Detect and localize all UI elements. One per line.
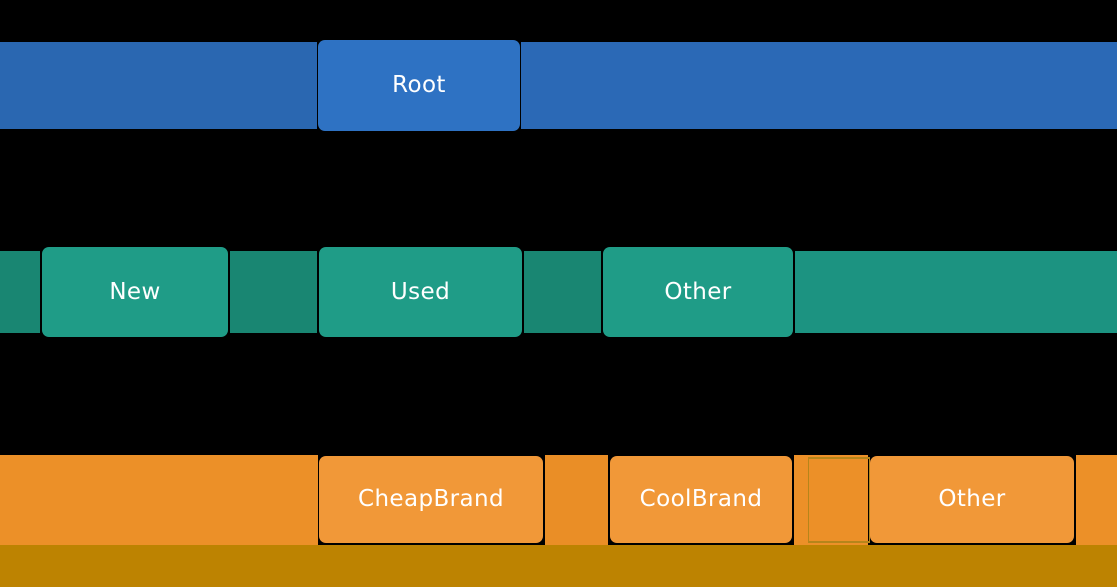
node-root[interactable]: Root [318,40,520,131]
row-condition-segment-unlabeled-2[interactable] [524,251,601,333]
row-condition-segment-unlabeled-1[interactable] [230,251,317,333]
node-new[interactable]: New [42,247,228,337]
node-label: New [109,278,161,305]
row-root-segment-unlabeled-1[interactable] [521,42,1117,129]
node-edge-outline [808,457,870,543]
row-brand-segment-unlabeled-1[interactable] [545,455,608,545]
row-root-segment-unlabeled-0[interactable] [0,42,317,129]
row-brand-segment-unlabeled-2[interactable] [794,455,868,545]
node-label: Other [938,486,1006,512]
clipped-bottom-row[interactable] [0,545,1117,587]
node-label: CheapBrand [358,486,504,512]
node-label: CoolBrand [639,486,763,512]
node-coolbrand[interactable]: CoolBrand [610,456,792,543]
node-other[interactable]: Other [870,456,1074,543]
row-condition-segment-unlabeled-3[interactable] [795,251,1117,333]
row-brand-segment-unlabeled-3[interactable] [1076,455,1117,545]
row-condition-segment-unlabeled-0[interactable] [0,251,40,333]
node-label: Used [390,278,451,305]
row-brand-segment-unlabeled-0[interactable] [0,455,318,545]
node-other[interactable]: Other [603,247,793,337]
node-label: Other [664,278,732,305]
node-cheapbrand[interactable]: CheapBrand [319,456,543,543]
node-used[interactable]: Used [319,247,522,337]
node-label: Root [392,72,446,98]
